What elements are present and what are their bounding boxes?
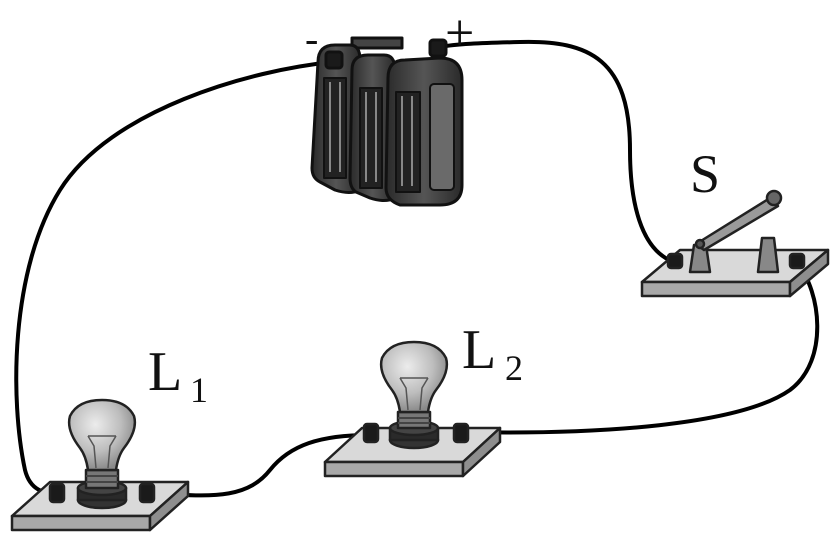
battery-negative-terminal xyxy=(324,50,344,70)
wires xyxy=(14,39,820,498)
wire-battery-to-l1 xyxy=(14,60,335,495)
battery-strap xyxy=(350,36,404,50)
lamp-l1-label: L 1 xyxy=(148,341,208,410)
lamp-l1 xyxy=(10,398,190,532)
switch-label: S xyxy=(690,144,720,204)
lamp-l1-label-main: L xyxy=(148,341,182,403)
switch-board-front xyxy=(640,280,792,298)
wire-l2-to-switch xyxy=(460,263,820,435)
lamp-l2-label-sub: 2 xyxy=(505,348,523,388)
switch-right-terminal xyxy=(788,252,806,270)
switch-left-terminal xyxy=(666,252,684,270)
lamp-l1-bulb xyxy=(67,398,137,472)
positive-label: + xyxy=(445,5,474,62)
negative-label: - xyxy=(305,16,318,61)
lamp-l1-right-terminal xyxy=(138,482,156,504)
lamp-l2 xyxy=(323,340,502,478)
lamp-l2-board-front xyxy=(323,460,465,478)
switch xyxy=(640,189,830,298)
battery-cell xyxy=(384,56,464,207)
battery-positive-terminal xyxy=(428,38,448,58)
lamp-l1-board-side xyxy=(148,480,190,532)
lamp-l2-label: L 2 xyxy=(462,319,523,388)
lamp-l2-board-side xyxy=(461,426,502,478)
switch-lever-knob xyxy=(765,189,783,207)
lamp-l2-label-main: L xyxy=(462,319,496,381)
switch-board-side xyxy=(788,248,830,298)
lamp-l2-bulb xyxy=(379,340,449,414)
lamp-l2-right-terminal xyxy=(452,422,470,444)
switch-contact-post xyxy=(756,236,780,274)
lamp-l2-left-terminal xyxy=(362,422,380,444)
lamp-l1-left-terminal xyxy=(48,482,66,504)
battery-cell xyxy=(310,43,362,194)
wire-switch-to-battery xyxy=(438,39,676,264)
battery xyxy=(310,36,464,207)
lamp-l1-board-front xyxy=(10,514,152,532)
wire-l1-to-l2 xyxy=(148,433,372,498)
switch-hinge-pin xyxy=(694,238,706,250)
lamp-l1-label-sub: 1 xyxy=(190,370,208,410)
